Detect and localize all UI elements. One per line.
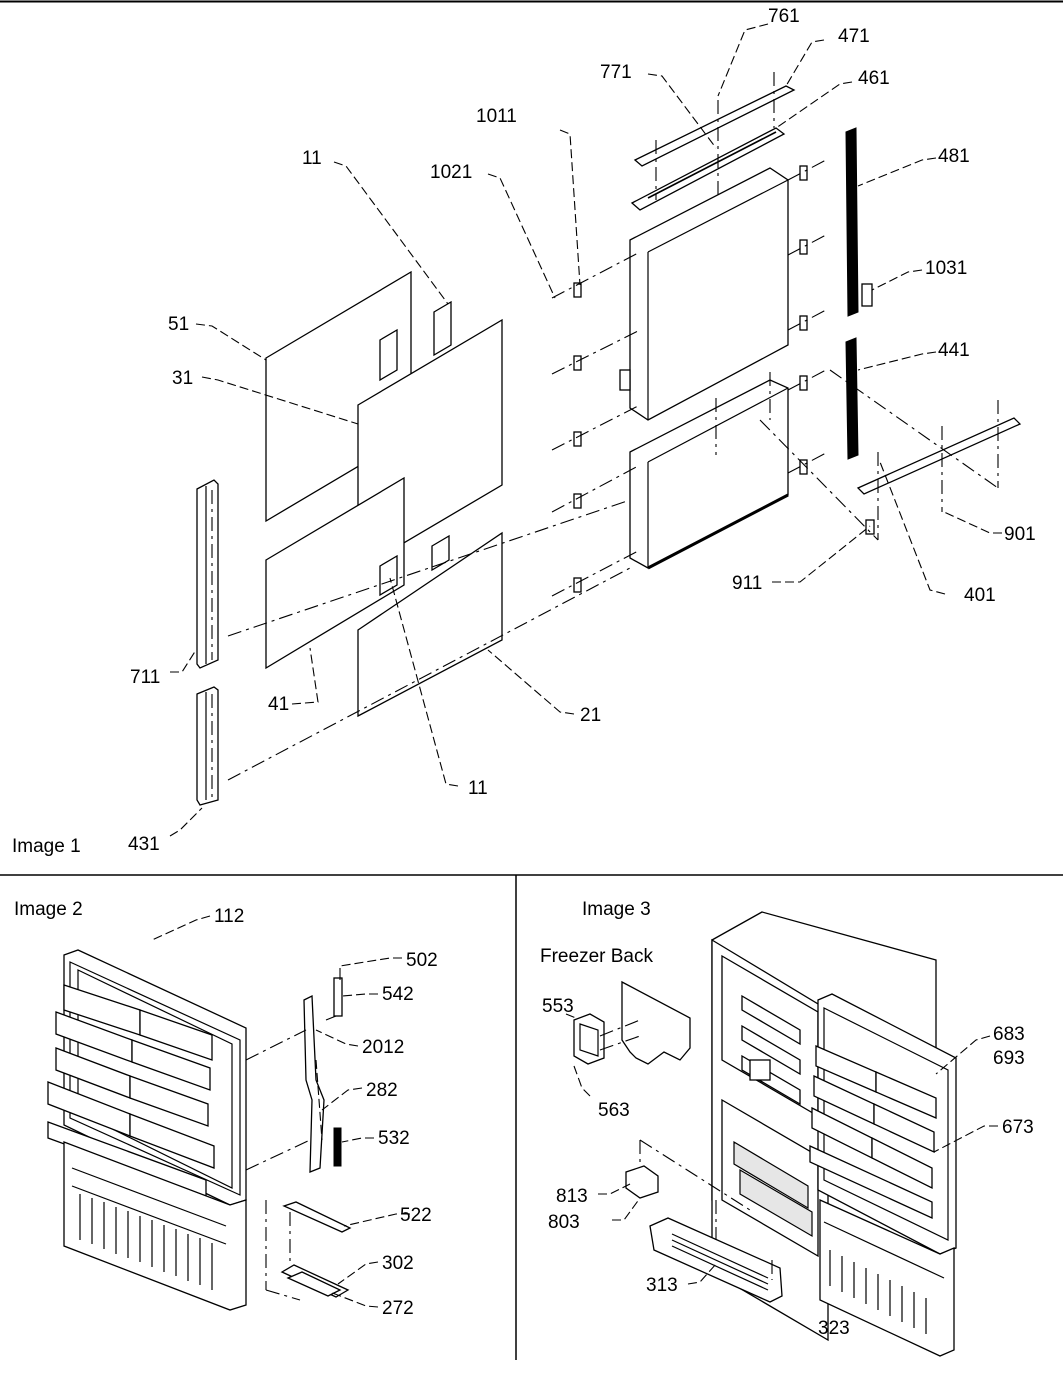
callout-282: 282 <box>366 1080 398 1101</box>
callout-803: 803 <box>548 1212 580 1233</box>
callout-761: 761 <box>768 6 800 27</box>
tab-11 <box>379 328 398 382</box>
callout-41: 41 <box>268 694 289 715</box>
callout-441: 441 <box>938 340 970 361</box>
upper-door-edge <box>647 179 789 253</box>
kickplate-grille <box>671 1233 769 1291</box>
handle-522 <box>282 1201 352 1233</box>
trim-431 <box>196 686 219 806</box>
trim-471 <box>633 85 796 167</box>
bar-901 <box>856 417 1022 495</box>
callout-51: 51 <box>168 314 189 335</box>
tab-11d <box>431 534 450 572</box>
freezer-back-label: Freezer Back <box>540 946 653 967</box>
panel-41 <box>265 476 405 670</box>
callout-1011: 1011 <box>476 106 517 127</box>
callout-21: 21 <box>580 705 601 726</box>
image3-drawing: Image 3 Freezer Back 553 683 693 563 673… <box>540 899 1034 1357</box>
freezer-drawer <box>819 1198 955 1357</box>
freezer-drawer-vents-3 <box>823 1221 945 1334</box>
image1-leaders <box>169 23 1002 837</box>
callout-693: 693 <box>993 1048 1025 1069</box>
callout-553: 553 <box>542 996 574 1017</box>
gasket-441 <box>845 337 859 460</box>
callout-461: 461 <box>858 68 890 89</box>
callout-323: 323 <box>818 1318 850 1339</box>
callout-711: 711 <box>130 667 160 688</box>
image3-centerlines <box>599 1019 773 1280</box>
handle-282 <box>303 994 325 1173</box>
door-bins <box>47 984 215 1197</box>
trim-711 <box>196 479 219 669</box>
image2-centerlines <box>245 968 341 1301</box>
callout-431: 431 <box>128 834 160 855</box>
part-553 <box>573 1013 605 1065</box>
lower-door-bottom <box>647 493 789 570</box>
door-673-bins <box>809 1045 937 1220</box>
callout-481: 481 <box>938 146 970 167</box>
callout-901: 901 <box>1004 524 1036 545</box>
panel-title-image3: Image 3 <box>582 899 651 920</box>
callout-11-bottom: 11 <box>468 778 488 799</box>
gasket-481 <box>845 127 859 317</box>
freezer-back-panel <box>621 980 691 1065</box>
panel-title-image2: Image 2 <box>14 899 83 920</box>
callout-563: 563 <box>598 1100 630 1121</box>
callout-313: 313 <box>646 1275 678 1296</box>
upper-door <box>629 167 789 421</box>
callout-542: 542 <box>382 984 414 1005</box>
freezer-drawer-vents <box>71 1167 227 1290</box>
callout-522: 522 <box>400 1205 432 1226</box>
image2-leaders <box>151 915 410 1308</box>
tab-11b <box>433 300 452 357</box>
part-553-inner <box>579 1023 599 1057</box>
callout-471: 471 <box>838 26 870 47</box>
callout-911: 911 <box>732 573 762 594</box>
image1-centerlines <box>227 72 999 781</box>
callout-2012: 2012 <box>362 1037 404 1058</box>
upper-door-hinge <box>619 369 631 391</box>
callout-31: 31 <box>172 368 193 389</box>
cap-542 <box>333 977 343 1017</box>
callout-272: 272 <box>382 1298 414 1319</box>
image3-leaders <box>565 1013 998 1285</box>
lower-door-edge <box>647 387 789 463</box>
image2-drawing: Image 2 112 502 542 2012 282 532 522 302… <box>14 899 438 1319</box>
image1-drawing: Image 1 761 471 771 461 1011 11 481 1021… <box>12 6 1036 857</box>
tab-11c <box>379 554 398 597</box>
handle-282-dots <box>315 1059 323 1141</box>
cabinet-shelves <box>733 994 813 1238</box>
trim-461-inner <box>647 131 777 199</box>
callout-813: 813 <box>556 1186 588 1207</box>
panel-21 <box>357 531 503 718</box>
callout-401: 401 <box>964 585 996 606</box>
callout-771: 771 <box>600 62 632 83</box>
trim-461 <box>630 127 786 211</box>
callout-502: 502 <box>406 950 438 971</box>
callout-683: 683 <box>993 1024 1025 1045</box>
callout-112: 112 <box>214 906 244 927</box>
callout-11-top: 11 <box>302 148 322 169</box>
bracket-813 <box>625 1165 659 1199</box>
clip-1031 <box>861 283 873 307</box>
callout-1021: 1021 <box>430 162 472 183</box>
bracket-272 <box>286 1271 342 1297</box>
cap-532 <box>333 1127 342 1167</box>
callout-302: 302 <box>382 1253 414 1274</box>
callout-673: 673 <box>1002 1117 1034 1138</box>
door-clips <box>573 165 875 593</box>
callout-1031: 1031 <box>925 258 967 279</box>
callout-532: 532 <box>378 1128 410 1149</box>
panel-title-image1: Image 1 <box>12 836 81 857</box>
